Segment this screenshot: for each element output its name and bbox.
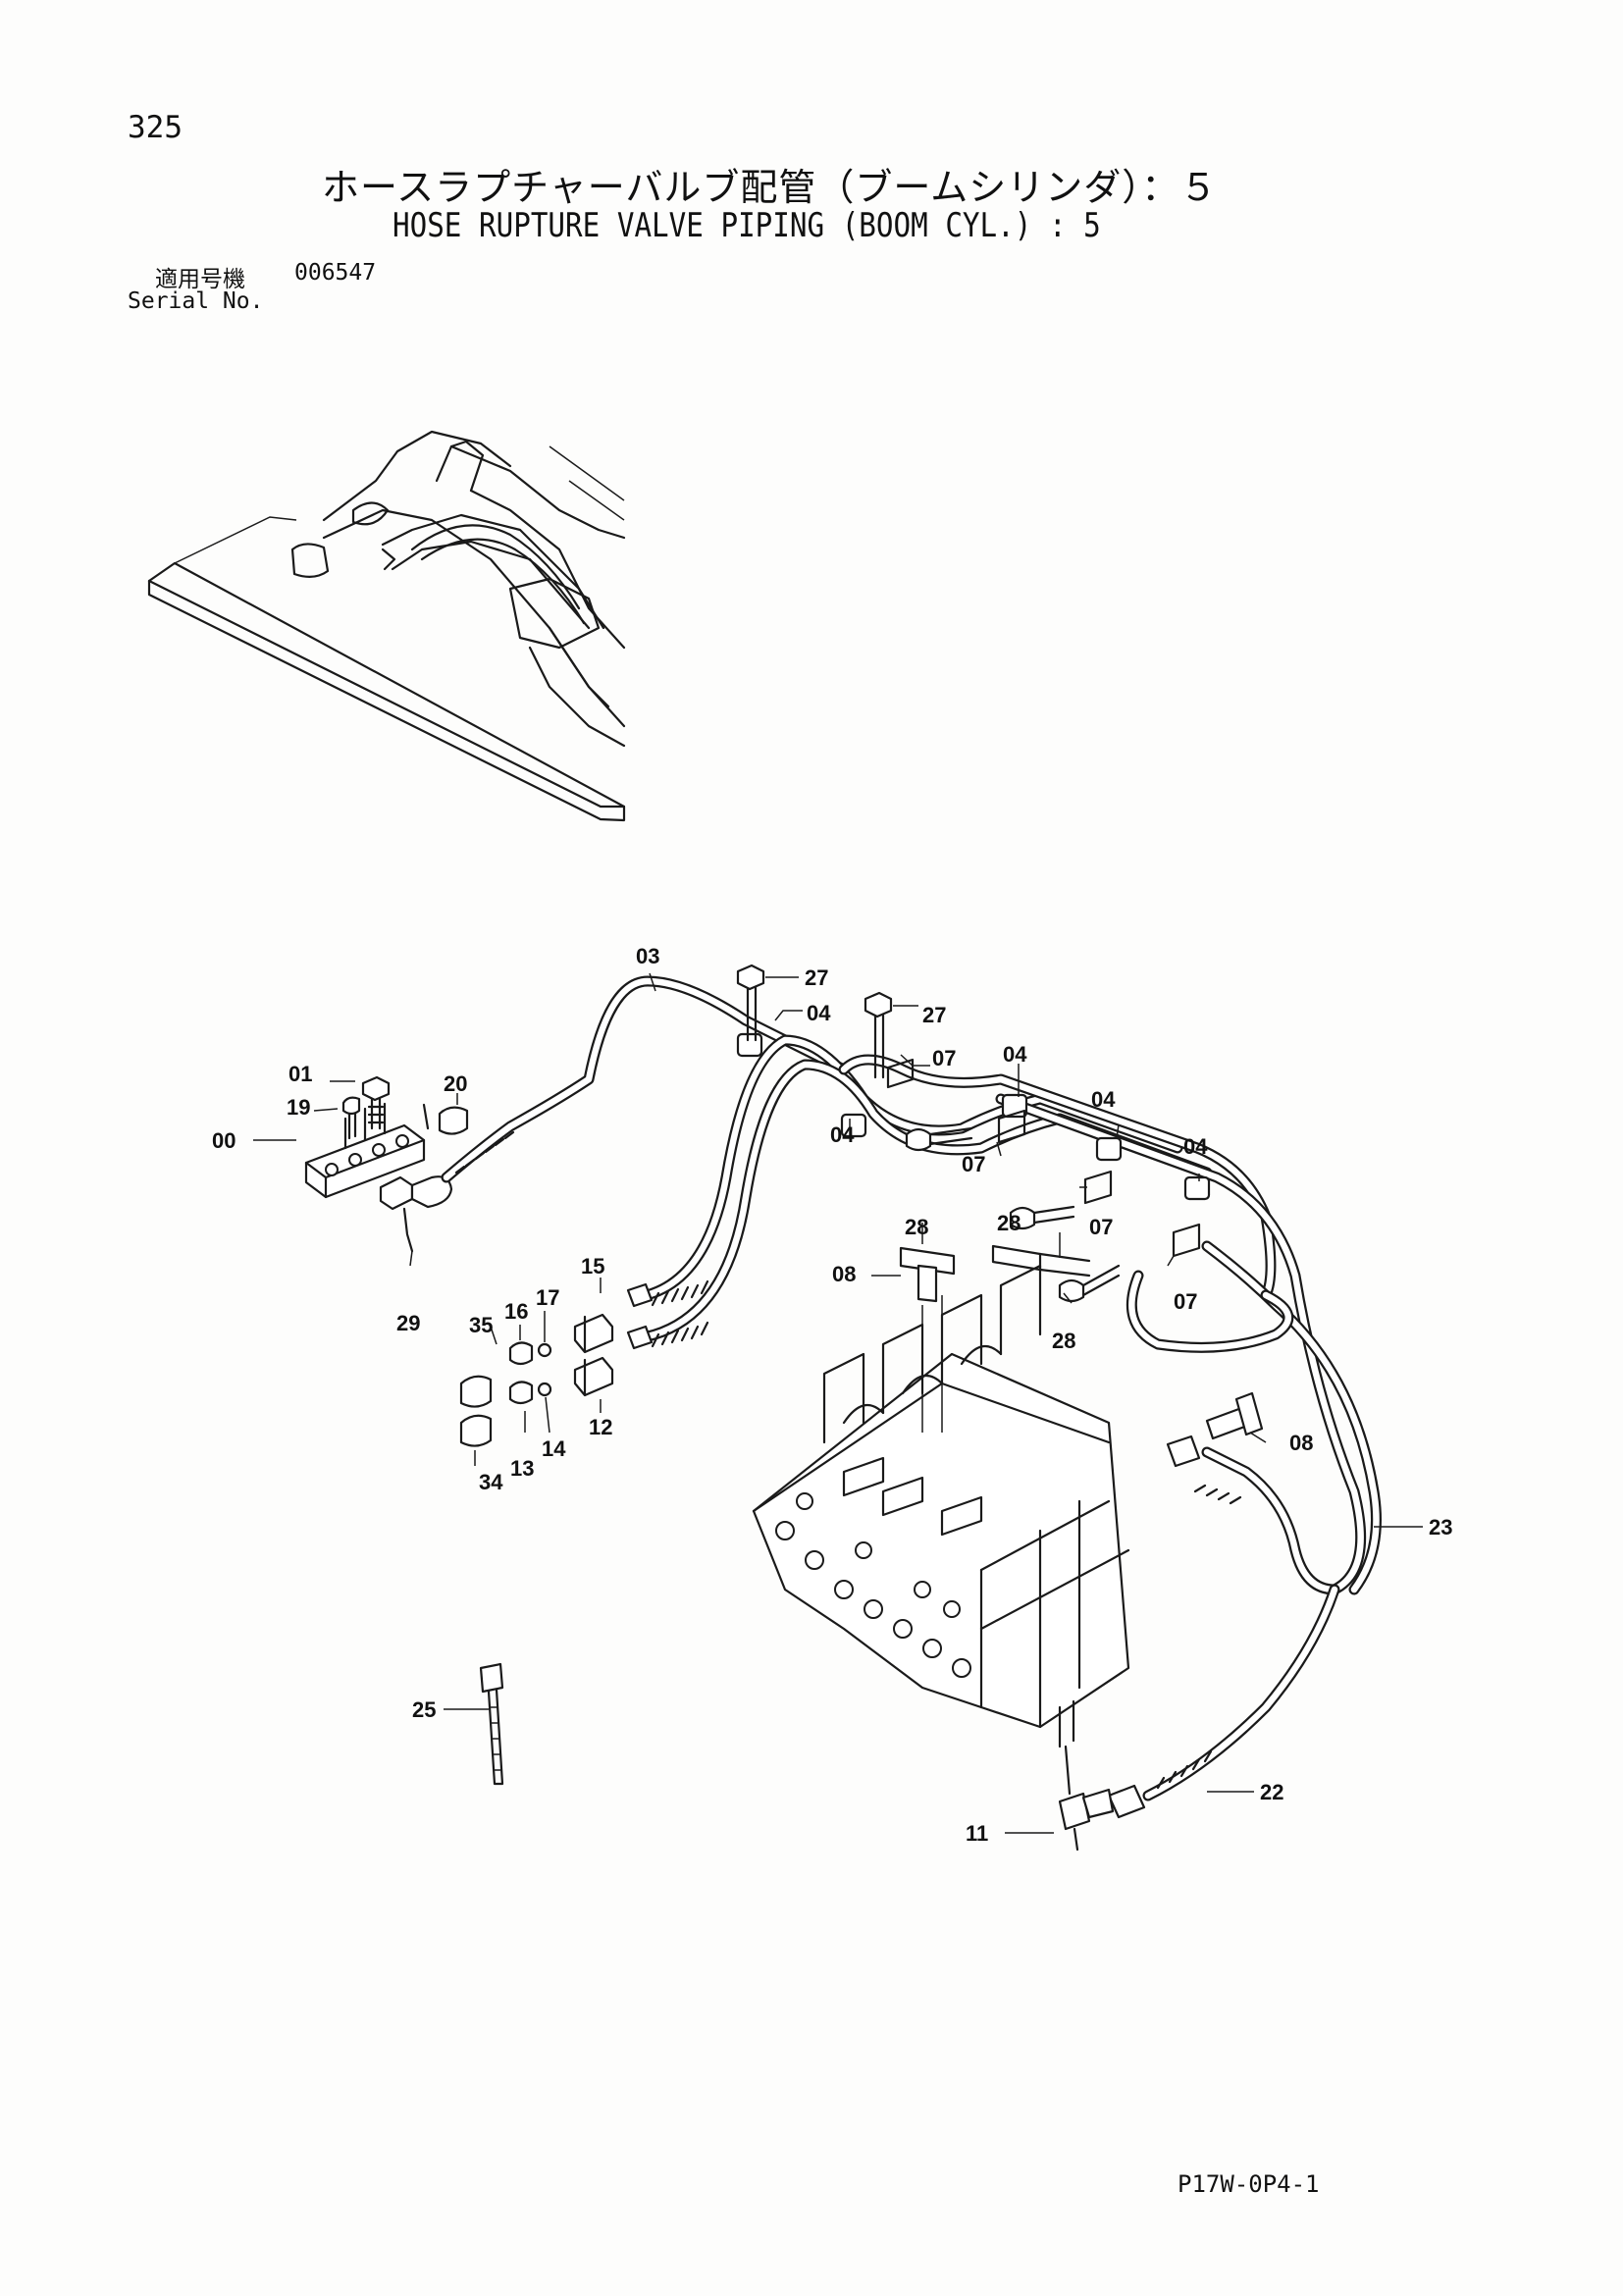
callout-04-fourth: 04 [1183, 1134, 1208, 1159]
serial-number: 006547 [294, 260, 377, 286]
callout-13: 13 [510, 1456, 534, 1481]
callout-07-upper: 07 [932, 1046, 956, 1070]
drawing-code: P17W-0P4-1 [1178, 2170, 1320, 2198]
callout-16: 16 [504, 1299, 528, 1324]
callout-04-lower: 04 [830, 1122, 855, 1147]
callout-04-third: 04 [1091, 1087, 1116, 1112]
callout-12: 12 [589, 1415, 612, 1439]
page-number: 325 [128, 110, 183, 145]
serial-label-japanese: 適用号機 [155, 267, 245, 292]
callout-01: 01 [288, 1062, 312, 1086]
control-valve [752, 1264, 1130, 1748]
callout-20: 20 [444, 1071, 467, 1096]
callout-04-upper: 04 [807, 1001, 831, 1025]
callout-03: 03 [636, 944, 659, 968]
callout-labels: 00 01 19 20 29 03 27 04 27 07 04 04 04 0… [212, 944, 1452, 1846]
title-english: HOSE RUPTURE VALVE PIPING (BOOM CYL.) : … [393, 206, 1101, 245]
callout-00: 00 [212, 1128, 236, 1153]
callout-35: 35 [469, 1313, 493, 1337]
callout-27-upper: 27 [805, 965, 828, 990]
callout-08-left: 08 [832, 1262, 856, 1286]
leader-lines [253, 972, 1423, 1834]
location-inset-drawing [147, 430, 626, 822]
adapter-parts [459, 1313, 614, 1447]
callout-27-lower: 27 [922, 1003, 946, 1027]
callout-07-second: 07 [962, 1152, 985, 1176]
plug-20 [422, 1103, 469, 1135]
callout-19: 19 [287, 1095, 310, 1120]
callout-14: 14 [542, 1436, 566, 1461]
callout-11: 11 [966, 1821, 988, 1846]
callout-07-fourth: 07 [1174, 1289, 1197, 1314]
callout-22: 22 [1260, 1780, 1283, 1804]
serial-label-english: Serial No. [128, 288, 264, 314]
cable-tie-25 [479, 1662, 504, 1786]
callout-08-right: 08 [1289, 1431, 1313, 1455]
pipe-clamps [736, 1032, 1211, 1258]
callout-28-second: 28 [997, 1211, 1021, 1235]
callout-25: 25 [412, 1697, 436, 1722]
callout-34: 34 [479, 1470, 503, 1494]
callout-23: 23 [1429, 1515, 1452, 1539]
callout-29: 29 [396, 1311, 420, 1335]
elbow-fitting-11 [1058, 1745, 1115, 1852]
callout-28-third: 28 [1052, 1329, 1075, 1353]
callout-28-first: 28 [905, 1215, 928, 1239]
hose-lines [441, 975, 1382, 1819]
callout-07-third: 07 [1089, 1215, 1113, 1239]
callout-15: 15 [581, 1254, 604, 1278]
junction-block-assembly [304, 1075, 453, 1253]
callout-04-second: 04 [1003, 1042, 1027, 1067]
title-japanese: ホースラプチャーバルブ配管（ブームシリンダ）：５ [322, 166, 1219, 209]
callout-17: 17 [536, 1285, 559, 1310]
tee-fittings-08 [899, 1244, 1264, 1468]
